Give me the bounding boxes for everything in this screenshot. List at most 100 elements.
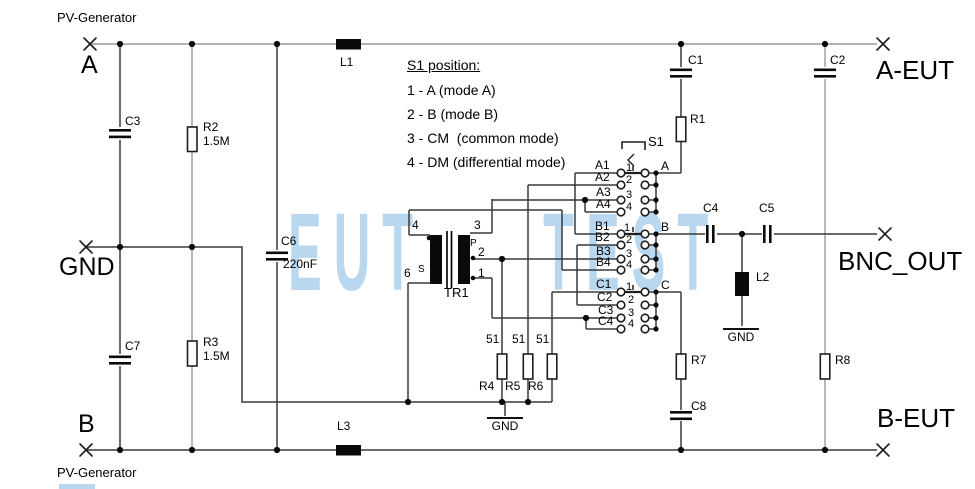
r5-ref: R5 bbox=[505, 379, 521, 393]
terminal-gnd-label: GND bbox=[59, 253, 115, 281]
capacitor-c1 bbox=[670, 68, 692, 78]
tr1-primary-label: P bbox=[470, 238, 477, 249]
tr1-secondary-label: S bbox=[418, 264, 425, 275]
contact-c4-label: C4 bbox=[598, 314, 614, 328]
resistor-r3 bbox=[186, 340, 198, 367]
c2-ref: C2 bbox=[830, 53, 846, 67]
resistor-r2 bbox=[186, 126, 198, 153]
s1-position-3: 3 - CM (common mode) bbox=[407, 130, 559, 146]
pv-generator-bottom-label: PV-Generator bbox=[57, 465, 137, 480]
position-c-4: 4 bbox=[628, 318, 635, 330]
contact-a1-label: A1 bbox=[595, 158, 610, 172]
position-c-2: 2 bbox=[628, 294, 635, 306]
position-c-3: 3 bbox=[628, 307, 635, 319]
contact-a3-label: A3 bbox=[596, 185, 611, 199]
tr1-primary-winding bbox=[458, 235, 470, 284]
tr1-ref: TR1 bbox=[444, 285, 469, 300]
gnd-symbol-l2: GND bbox=[723, 328, 759, 345]
contact-b3-label: B3 bbox=[596, 244, 611, 258]
position-a-1: 1 bbox=[626, 162, 633, 174]
pole-b-label: B bbox=[661, 220, 670, 234]
tr1-pin1-dot bbox=[470, 275, 476, 281]
contact-c1-label: C1 bbox=[596, 277, 612, 291]
position-a-2: 2 bbox=[626, 174, 633, 186]
c3-ref: C3 bbox=[125, 114, 141, 128]
terminal-a-label: A bbox=[81, 51, 98, 79]
r4-ref: R4 bbox=[479, 379, 495, 393]
r3-ref: R3 bbox=[203, 335, 219, 349]
tr1-pin4-dot bbox=[426, 235, 432, 241]
inductors bbox=[336, 39, 749, 456]
terminal-x-marks bbox=[79, 37, 892, 457]
gnd-symbol-resistors: GND bbox=[487, 417, 523, 434]
switch-rotation-chevron bbox=[627, 153, 635, 167]
position-c-1: 1 bbox=[626, 281, 633, 293]
capacitor-c6 bbox=[266, 251, 288, 261]
c8-ref: C8 bbox=[691, 399, 707, 413]
position-b-2: 2 bbox=[626, 234, 633, 246]
s1-ref: S1 bbox=[648, 134, 664, 149]
c5-ref: C5 bbox=[759, 201, 775, 215]
s1-position-1: 1 - A (mode A) bbox=[407, 82, 496, 98]
l1-ref: L1 bbox=[340, 55, 354, 69]
terminal-a-eut-label: A-EUT bbox=[876, 55, 954, 85]
tr1-pin1: 1 bbox=[478, 266, 485, 280]
position-a-3: 3 bbox=[626, 189, 633, 201]
resistor-r6 bbox=[546, 353, 558, 380]
contact-c2-label: C2 bbox=[597, 290, 613, 304]
terminal-b-eut-label: B-EUT bbox=[877, 403, 955, 433]
r6-ref: R6 bbox=[528, 379, 544, 393]
r5-value: 51 bbox=[512, 332, 526, 346]
tr1-pin2: 2 bbox=[478, 245, 485, 259]
c4-ref: C4 bbox=[703, 201, 719, 215]
switch-s1 bbox=[616, 141, 650, 334]
r7-ref: R7 bbox=[691, 353, 707, 367]
pole-a-label: A bbox=[661, 159, 670, 173]
resistor-r1 bbox=[675, 116, 687, 143]
contact-a2-label: A2 bbox=[595, 170, 610, 184]
position-b-1: 1 bbox=[624, 222, 631, 234]
terminal-b-label: B bbox=[78, 410, 95, 438]
junction-dots bbox=[116, 40, 829, 454]
c6-value: 220nF bbox=[283, 257, 318, 271]
r3-value: 1.5M bbox=[203, 349, 230, 363]
r2-value: 1.5M bbox=[203, 134, 230, 148]
tr1-pin6: 6 bbox=[404, 266, 411, 280]
resistor-r4 bbox=[496, 353, 508, 380]
inductor-l3 bbox=[336, 445, 361, 456]
l3-ref: L3 bbox=[337, 419, 351, 433]
capacitor-c4 bbox=[706, 225, 715, 243]
pole-c-label: C bbox=[661, 278, 670, 292]
capacitor-c2 bbox=[814, 68, 836, 78]
position-a-4: 4 bbox=[626, 201, 633, 213]
switch-position1-bridges bbox=[625, 171, 641, 294]
capacitor-c7 bbox=[109, 355, 131, 365]
contact-a4-label: A4 bbox=[596, 197, 611, 211]
c7-ref: C7 bbox=[125, 339, 141, 353]
r4-value: 51 bbox=[486, 332, 500, 346]
capacitors bbox=[109, 68, 836, 421]
tr1-secondary-winding bbox=[430, 235, 442, 284]
contact-b4-label: B4 bbox=[596, 255, 611, 269]
r8-ref: R8 bbox=[835, 353, 851, 367]
capacitor-c3 bbox=[109, 129, 131, 139]
tr1-pin4: 4 bbox=[412, 218, 419, 232]
pv-generator-top-label: PV-Generator bbox=[57, 10, 137, 25]
c6-ref: C6 bbox=[281, 234, 297, 248]
r6-value: 51 bbox=[536, 332, 550, 346]
r1-ref: R1 bbox=[690, 112, 706, 126]
position-b-3: 3 bbox=[626, 248, 633, 260]
s1-position-title: S1 position: bbox=[407, 57, 481, 73]
terminal-bnc-out-label: BNC_OUT bbox=[838, 246, 963, 276]
contact-b2-label: B2 bbox=[595, 230, 610, 244]
terminal-b-x bbox=[79, 443, 93, 457]
tr1-pin3: 3 bbox=[474, 218, 481, 232]
s1-position-4: 4 - DM (differential mode) bbox=[407, 154, 566, 170]
resistor-r7 bbox=[675, 353, 687, 380]
resistors bbox=[186, 116, 831, 380]
terminal-bnc-x bbox=[878, 227, 892, 241]
inductor-l2 bbox=[735, 272, 749, 296]
watermark-text: EUT TEST bbox=[288, 191, 721, 314]
